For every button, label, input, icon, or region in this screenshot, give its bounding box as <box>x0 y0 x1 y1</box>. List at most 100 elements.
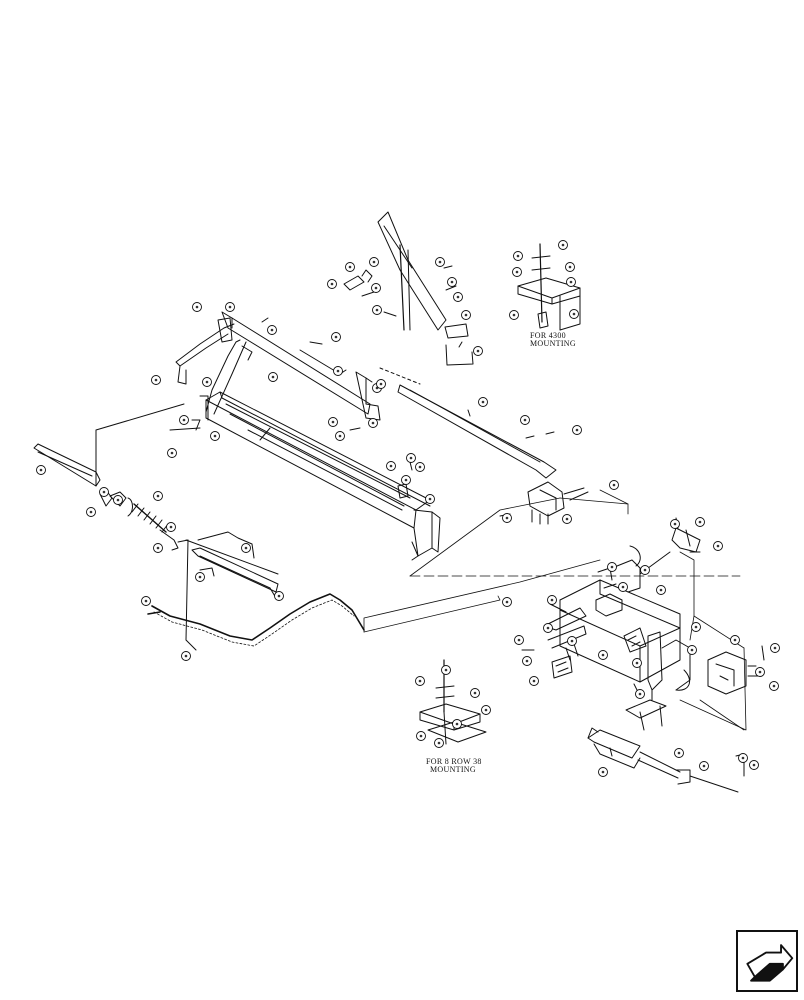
callout-mark <box>170 451 174 455</box>
callout-mark <box>517 638 521 642</box>
toolbar-frame <box>175 311 381 421</box>
callout-mark <box>643 568 647 572</box>
callout-mark <box>334 335 338 339</box>
callout-group <box>36 240 780 777</box>
callout-mark <box>374 286 378 290</box>
note-8row-line1: FOR 8 ROW 38 <box>426 757 482 766</box>
callout-mark <box>389 464 393 468</box>
callout-mark <box>438 260 442 264</box>
callout-mark <box>156 546 160 550</box>
dashed-pipe <box>379 367 557 479</box>
callout-mark <box>638 692 642 696</box>
callout-mark <box>690 648 694 652</box>
callout-mark <box>428 497 432 501</box>
callout-mark <box>733 638 737 642</box>
callout-mark <box>450 280 454 284</box>
callout-mark <box>505 600 509 604</box>
callout-mark <box>516 254 520 258</box>
callout-mark <box>772 684 776 688</box>
callout-mark <box>561 243 565 247</box>
callout-mark <box>659 588 663 592</box>
hitch-assembly <box>543 527 765 731</box>
callout-mark <box>512 313 516 317</box>
callout-mark <box>464 313 468 317</box>
callout-mark <box>568 265 572 269</box>
callout-mark <box>271 375 275 379</box>
callout-mark <box>673 522 677 526</box>
callout-mark <box>418 679 422 683</box>
callout-mark <box>409 456 413 460</box>
spring-assembly <box>99 489 279 651</box>
callout-mark <box>89 510 93 514</box>
callout-mark <box>532 679 536 683</box>
callout-mark <box>330 282 334 286</box>
left-rod <box>33 403 185 487</box>
callout-mark <box>116 498 120 502</box>
callout-mark <box>184 654 188 658</box>
callout-mark <box>213 434 217 438</box>
center-bracket <box>527 481 589 525</box>
callout-mark <box>550 598 554 602</box>
callout-mark <box>379 382 383 386</box>
callout-mark <box>570 639 574 643</box>
callout-mark <box>338 434 342 438</box>
callout-mark <box>198 575 202 579</box>
callout-mark <box>455 722 459 726</box>
callout-mark <box>348 265 352 269</box>
callout-mark <box>39 468 43 472</box>
mounting-8row <box>419 659 487 745</box>
callout-mark <box>601 770 605 774</box>
callout-mark <box>575 428 579 432</box>
callout-mark <box>515 270 519 274</box>
next-page-button[interactable] <box>736 930 798 992</box>
callout-mark <box>601 653 605 657</box>
mounting-4300 <box>517 243 581 331</box>
note-8row-line2: MOUNTING <box>430 765 476 774</box>
callout-mark <box>437 741 441 745</box>
callout-mark <box>456 295 460 299</box>
callout-mark <box>505 516 509 520</box>
callout-mark <box>419 734 423 738</box>
callout-mark <box>102 490 106 494</box>
callout-mark <box>473 691 477 695</box>
callout-mark <box>371 421 375 425</box>
callout-mark <box>612 483 616 487</box>
callout-mark <box>569 280 573 284</box>
hydraulic-cylinder <box>587 727 745 793</box>
callout-mark <box>476 349 480 353</box>
callout-mark <box>418 465 422 469</box>
lower-frame <box>169 391 441 561</box>
hardware <box>343 265 679 693</box>
callout-mark <box>144 599 148 603</box>
chain <box>147 593 365 647</box>
callout-mark <box>244 546 248 550</box>
callout-mark <box>270 328 274 332</box>
arrow-icon <box>746 944 794 982</box>
callout-mark <box>195 305 199 309</box>
callout-mark <box>154 378 158 382</box>
connection-lines <box>363 489 747 731</box>
callout-mark <box>523 418 527 422</box>
upper-pole <box>377 211 474 366</box>
callout-mark <box>331 420 335 424</box>
callout-mark <box>702 764 706 768</box>
callout-mark <box>205 380 209 384</box>
callout-mark <box>156 494 160 498</box>
callout-mark <box>404 478 408 482</box>
callout-mark <box>546 626 550 630</box>
callout-mark <box>694 625 698 629</box>
callout-mark <box>169 525 173 529</box>
callout-mark <box>716 544 720 548</box>
callout-mark <box>741 756 745 760</box>
callout-mark <box>635 661 639 665</box>
callout-mark <box>752 763 756 767</box>
callout-mark <box>572 312 576 316</box>
callout-mark <box>525 659 529 663</box>
callout-mark <box>481 400 485 404</box>
callout-mark <box>444 668 448 672</box>
callout-mark <box>758 670 762 674</box>
callout-mark <box>375 308 379 312</box>
callout-mark <box>336 369 340 373</box>
callout-mark <box>277 594 281 598</box>
